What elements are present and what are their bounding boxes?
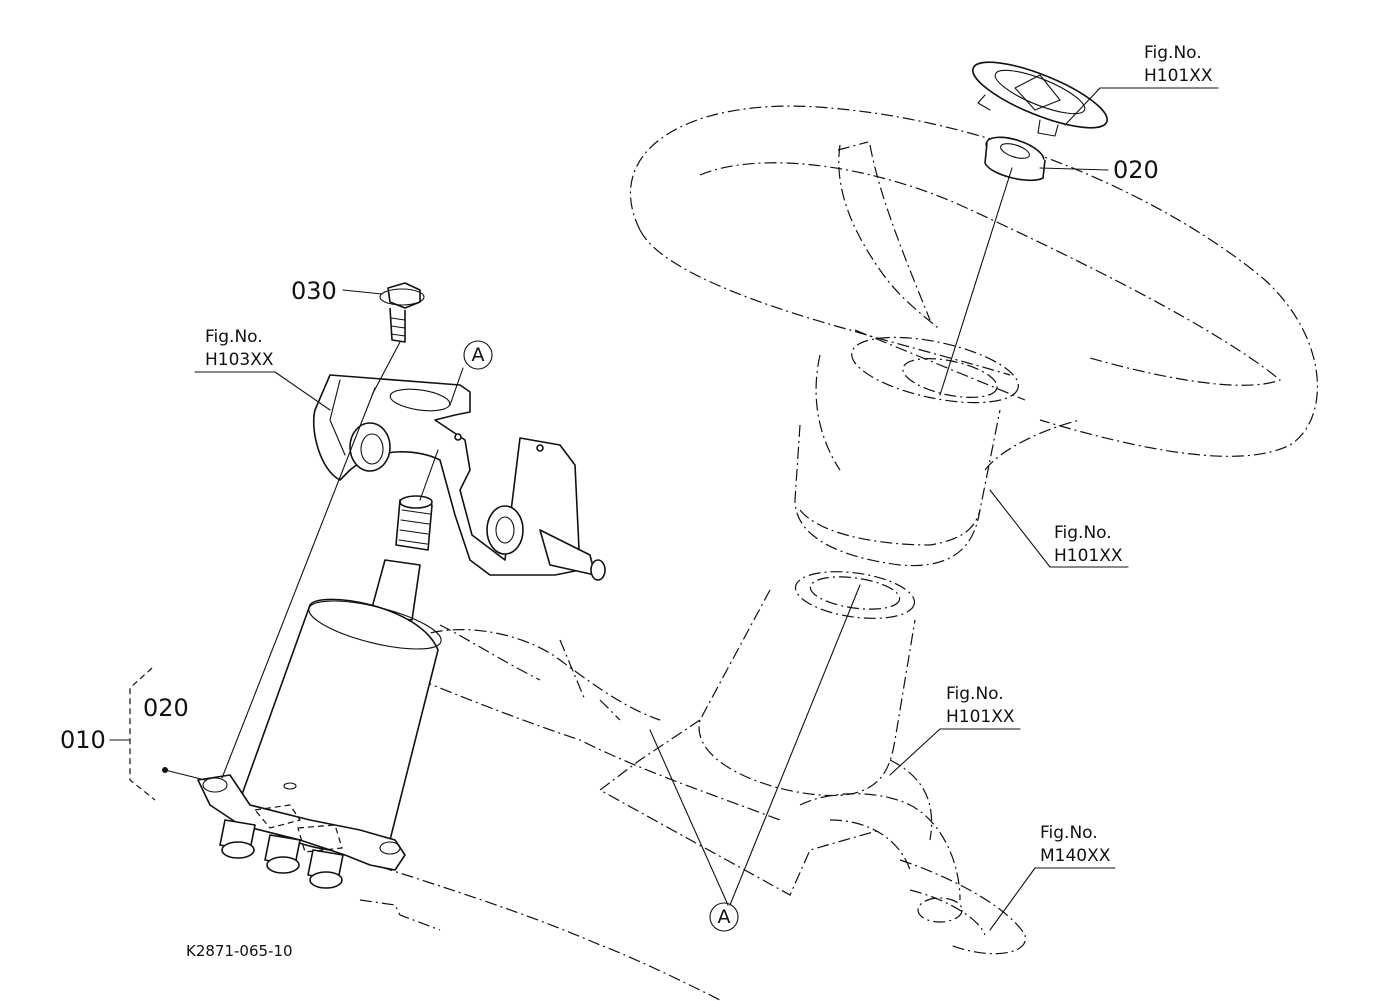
part-number-020-nut: 020	[1113, 156, 1159, 184]
fig-ref-line2: M140XX	[1040, 846, 1111, 866]
steering-wheel	[629, 105, 1318, 471]
view-marker-a-top-label: A	[471, 344, 485, 366]
fig-ref-horn-cap: Fig.No. H101XX	[1144, 42, 1213, 88]
view-marker-a-top	[463, 340, 493, 370]
view-marker-a-bottom	[709, 902, 739, 932]
fig-ref-hub: Fig.No. H101XX	[1054, 522, 1123, 568]
fig-ref-line2: H101XX	[1054, 546, 1123, 566]
fig-ref-frame: Fig.No. M140XX	[1040, 822, 1110, 868]
steering-column	[598, 571, 961, 901]
steering-hub	[794, 336, 1019, 567]
fig-ref-line1: Fig.No.	[205, 327, 263, 347]
fig-ref-line1: Fig.No.	[946, 684, 1004, 704]
dash-frame	[359, 624, 1026, 1001]
view-marker-a-bottom-label: A	[717, 906, 731, 928]
fig-ref-line1: Fig.No.	[1144, 43, 1202, 63]
fig-ref-line1: Fig.No.	[1054, 523, 1112, 543]
steering-nut	[984, 136, 1046, 182]
fig-ref-column: Fig.No. H101XX	[946, 683, 1015, 729]
part-number-030: 030	[291, 277, 337, 305]
flange-bolt	[379, 282, 425, 343]
horn-cap	[972, 61, 1108, 137]
fig-ref-line1: Fig.No.	[1040, 823, 1098, 843]
fig-ref-line2: H101XX	[946, 707, 1015, 727]
drawing-code: K2871-065-10	[186, 942, 293, 960]
fig-ref-line2: H101XX	[1144, 66, 1213, 86]
power-steering-unit	[162, 495, 442, 889]
part-number-020-unit: 020	[143, 694, 189, 722]
part-number-010: 010	[60, 726, 106, 754]
leader-lines	[109, 87, 1219, 931]
fig-ref-bracket: Fig.No. H103XX	[205, 326, 274, 372]
mounting-bracket	[312, 374, 606, 581]
fig-ref-line2: H103XX	[205, 350, 274, 370]
